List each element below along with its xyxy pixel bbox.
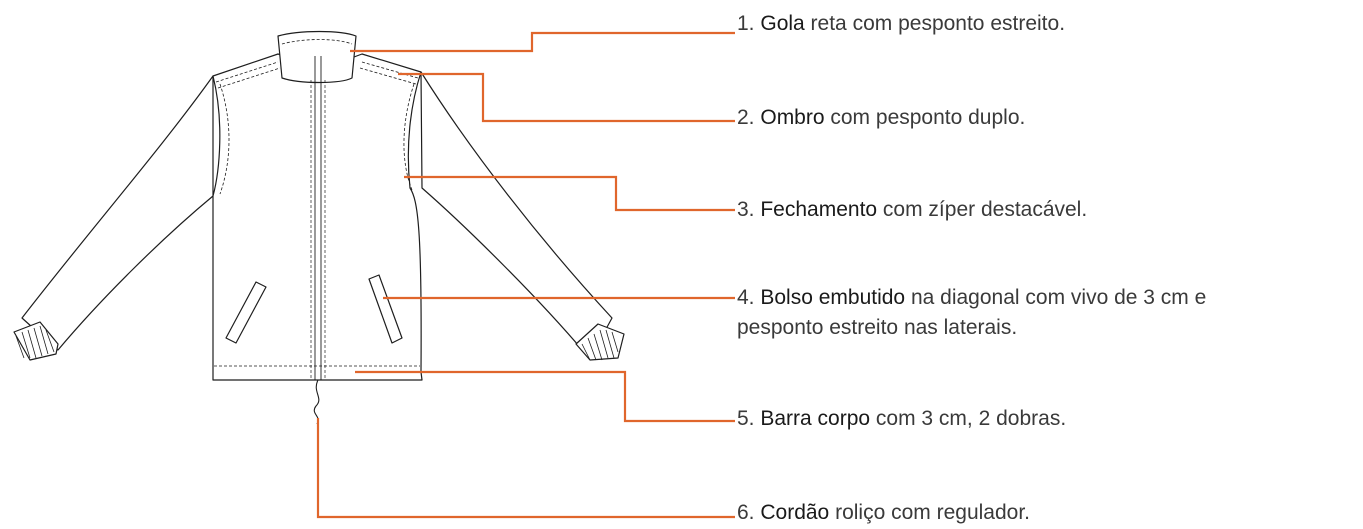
callout-4-line-2: pesponto estreito nas laterais. bbox=[737, 312, 1017, 344]
callout-2-number: 2. bbox=[737, 106, 755, 129]
right-sleeve bbox=[420, 71, 613, 353]
callout-6-term: Cordão bbox=[760, 501, 830, 524]
callout-5: 5. Barra corpo com 3 cm, 2 dobras. bbox=[737, 403, 1066, 435]
callout-4-text-2: pesponto estreito nas laterais. bbox=[737, 316, 1018, 339]
leader-1 bbox=[350, 31, 735, 53]
callout-2-text: com pesponto duplo. bbox=[824, 106, 1026, 129]
right-cuff-gathers bbox=[581, 329, 619, 361]
leader-6 bbox=[316, 418, 735, 519]
callout-1-term: Gola bbox=[760, 12, 805, 35]
shoulder-seam-left bbox=[215, 61, 281, 89]
callout-1: 1. Gola reta com pesponto estreito. bbox=[737, 8, 1065, 40]
callout-leaders bbox=[316, 31, 735, 519]
callout-2-term: Ombro bbox=[760, 106, 825, 129]
callout-5-number: 5. bbox=[737, 407, 755, 430]
drawcord bbox=[313, 379, 320, 425]
callout-6: 6. Cordão roliço com regulador. bbox=[737, 497, 1030, 529]
left-cuff-gathers bbox=[15, 325, 55, 359]
callout-3-term: Fechamento bbox=[760, 198, 878, 221]
callout-2: 2. Ombro com pesponto duplo. bbox=[737, 102, 1025, 134]
armhole-stitch-left bbox=[219, 83, 230, 195]
armhole-stitch-right bbox=[403, 83, 415, 191]
callout-1-text: reta com pesponto estreito. bbox=[804, 12, 1066, 35]
callout-4-term: Bolso embutido bbox=[760, 286, 906, 309]
pocket-left bbox=[225, 281, 267, 344]
callout-5-text: com 3 cm, 2 dobras. bbox=[870, 407, 1067, 430]
jacket-body bbox=[212, 53, 423, 381]
jacket-illustration bbox=[13, 30, 625, 425]
callout-3-text: com zíper destacável. bbox=[877, 198, 1088, 221]
leader-3 bbox=[404, 175, 735, 212]
pocket-right bbox=[368, 274, 403, 344]
collar bbox=[277, 30, 357, 84]
callout-3-number: 3. bbox=[737, 198, 755, 221]
leader-5 bbox=[355, 370, 735, 423]
callout-4-text: na diagonal com vivo de 3 cm e bbox=[905, 286, 1207, 309]
zipper bbox=[314, 56, 322, 380]
callout-5-term: Barra corpo bbox=[760, 407, 871, 430]
leader-2 bbox=[398, 72, 735, 123]
callout-6-number: 6. bbox=[737, 501, 755, 524]
callout-1-number: 1. bbox=[737, 12, 755, 35]
left-sleeve bbox=[21, 75, 214, 351]
callout-4: 4. Bolso embutido na diagonal com vivo d… bbox=[737, 282, 1206, 314]
callout-3: 3. Fechamento com zíper destacável. bbox=[737, 194, 1087, 226]
callout-4-number: 4. bbox=[737, 286, 755, 309]
callout-6-text: roliço com regulador. bbox=[829, 501, 1031, 524]
collar-stitch bbox=[281, 39, 353, 45]
